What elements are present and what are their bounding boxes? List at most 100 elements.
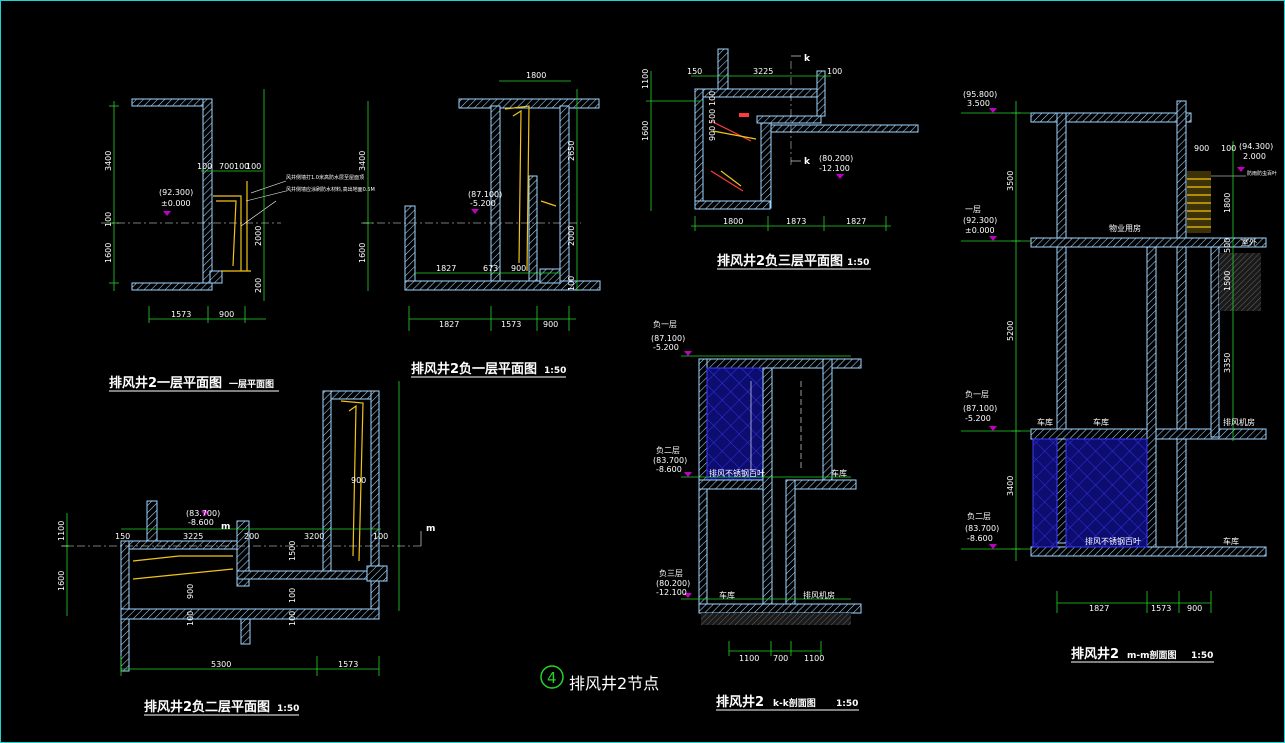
view-scale: 1:50: [1191, 651, 1213, 661]
sheet-title: 排风井2节点: [569, 674, 659, 693]
plan-b3: k k 150 3225 100 1100 1600 100 500 900 1…: [641, 48, 919, 270]
view-scale: 1:50: [836, 699, 858, 709]
dim-text: 1800: [526, 71, 546, 80]
level-name: 负一层: [653, 319, 677, 329]
dim-text: 2000: [567, 226, 576, 246]
dim-text: 1100: [57, 521, 66, 541]
note-text: 风井侧墙打1.0米高防水层至屋面顶: [286, 174, 364, 181]
dim-text: 5200: [1006, 321, 1015, 341]
level-name: 负三层: [659, 568, 683, 578]
level-text: 3.500: [967, 99, 990, 108]
level-text: (92.300): [159, 188, 193, 197]
level-text: -8.600: [656, 465, 682, 474]
dim-text: 100: [373, 532, 388, 541]
dim-text: 1500: [1223, 271, 1232, 291]
section-kk: 负一层 (87.100) -5.200 负二层 (83.700) -8.600 …: [651, 319, 862, 711]
section-mark: k: [804, 54, 811, 64]
dim-text: 100: [288, 611, 297, 626]
dim-text: 900: [186, 584, 195, 599]
level-text: -5.200: [965, 414, 991, 423]
dim-text: 900: [708, 126, 717, 141]
dim-text: 5300: [211, 660, 231, 669]
view-scale: 1:50: [544, 366, 566, 376]
room-label: 室外: [1241, 237, 1257, 247]
section-mark: k: [804, 157, 811, 167]
dim-text: 200: [254, 278, 263, 293]
dim-text: 100: [197, 162, 212, 171]
level-text: ±0.000: [161, 199, 191, 208]
dim-text: 1573: [338, 660, 358, 669]
level-name: 负二层: [656, 445, 680, 455]
dim-text: 100: [1221, 144, 1236, 153]
dim-text: 100: [104, 212, 113, 227]
level-text: (87.100): [963, 404, 997, 413]
section-mark: m: [426, 524, 435, 534]
view-title: 排风井2负三层平面图: [717, 253, 843, 269]
dim-text: 700: [773, 654, 788, 663]
dim-text: 2000: [254, 226, 263, 246]
view-scale: 1:50: [847, 258, 869, 268]
dim-text: 3400: [1006, 476, 1015, 496]
dim-text: 1600: [104, 243, 113, 263]
room-label: 排风机房: [803, 590, 835, 600]
dim-text: 1100: [641, 69, 650, 89]
dim-text: 900: [219, 310, 234, 319]
dim-text: 100: [234, 162, 249, 171]
dim-text: 1800: [723, 217, 743, 226]
level-text: -5.200: [653, 343, 679, 352]
level-text: -12.100: [656, 588, 687, 597]
dim-text: 2650: [567, 141, 576, 161]
level-text: 2.000: [1243, 152, 1266, 161]
dim-text: 150: [115, 532, 130, 541]
dim-text: 500: [708, 109, 717, 124]
dim-text: 900: [543, 320, 558, 329]
room-label: 车库: [831, 468, 847, 478]
note-text: 风井侧墙应涂刷防水材料,高出地面0.5M: [286, 186, 375, 193]
dim-text: 1100: [804, 654, 824, 663]
dim-text: 900: [1187, 604, 1202, 613]
level-text: (83.700): [965, 524, 999, 533]
dim-text: 1827: [436, 264, 456, 273]
dim-text: 900: [1194, 144, 1209, 153]
dim-text: 1827: [439, 320, 459, 329]
level-name: 负二层: [967, 511, 991, 521]
dim-text: 900: [351, 476, 366, 485]
view-subtitle: 一层平面图: [229, 379, 274, 390]
dim-text: 1827: [846, 217, 866, 226]
level-name: 负一层: [965, 389, 989, 399]
plan-1f: 3400 100 1600 2000 200 100 700 100 100 1…: [101, 89, 375, 392]
dim-text: 1873: [786, 217, 806, 226]
dim-text: 3200: [304, 532, 324, 541]
view-title: 排风井2负二层平面图: [144, 699, 270, 715]
dim-text: 100: [288, 588, 297, 603]
view-title: 排风井2一层平面图: [109, 375, 222, 391]
louver-icon: [1187, 171, 1211, 233]
level-text: (87.100): [468, 190, 502, 199]
plan-b2: m m 150 3225 200 3200 100 1100 1600 900 …: [57, 381, 435, 716]
dim-text: 100: [567, 276, 576, 291]
dim-text: 500: [1223, 238, 1232, 253]
view-title: 排风井2: [1071, 646, 1119, 662]
view-scale: 1:50: [277, 704, 299, 714]
sheet-title-block: 4 排风井2节点: [540, 665, 659, 693]
plan-b1: 1800 3400 1600 2650 2000 100 1827 673 90…: [358, 71, 601, 378]
dim-text: 700: [219, 162, 234, 171]
note-text: 防雨防虫百叶: [1247, 170, 1277, 177]
level-text: (80.200): [656, 579, 690, 588]
room-label: 车库: [1037, 417, 1053, 427]
level-text: (87.100): [651, 334, 685, 343]
room-label: 车库: [1093, 417, 1109, 427]
dim-text: 1573: [501, 320, 521, 329]
level-text: (83.700): [186, 509, 220, 518]
dim-text: 3400: [104, 151, 113, 171]
room-label: 排风机房: [1223, 417, 1255, 427]
view-title: 排风井2: [716, 694, 764, 710]
detail-number: 4: [547, 669, 557, 687]
level-text: (94.300): [1239, 142, 1273, 151]
dim-text: 1827: [1089, 604, 1109, 613]
dim-text: 900: [511, 264, 526, 273]
view-title: 排风井2负一层平面图: [411, 361, 537, 377]
dim-text: 673: [483, 264, 498, 273]
